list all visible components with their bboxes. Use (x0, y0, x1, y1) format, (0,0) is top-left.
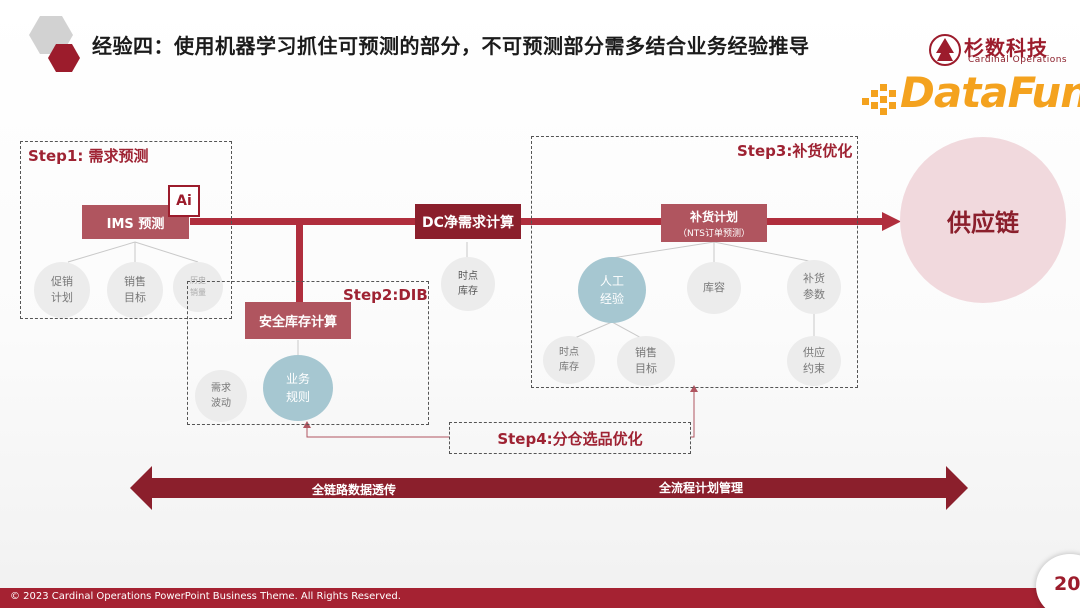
bottom-double-arrow (130, 466, 968, 510)
replenish-params-circle: 补货 参数 (787, 260, 841, 314)
flow-line-ims-dc (190, 218, 415, 225)
ims-forecast-box: IMS 预测 (82, 205, 189, 239)
datafun-dots-icon (862, 84, 896, 115)
promo-plan-circle: 促销 计划 (34, 262, 90, 318)
step1-container (20, 141, 232, 319)
flow-line-replenish-supply (767, 218, 883, 225)
brand-name-cn: 杉数科技 (964, 36, 1048, 60)
demand-fluctuation-circle: 需求 波动 (195, 370, 247, 422)
history-sales-circle: 历史 销量 (173, 262, 223, 312)
point-stock-circle-1: 时点 库存 (441, 257, 495, 311)
flow-arrowhead (882, 212, 901, 231)
supply-chain-circle: 供应链 (900, 137, 1066, 303)
step4-label: Step4:分仓选品优化 (497, 429, 643, 448)
sales-target-circle-2: 销售 目标 (617, 336, 675, 386)
page-title: 经验四：使用机器学习抓住可预测的部分，不可预测部分需多结合业务经验推导 (92, 34, 810, 58)
human-experience-circle: 人工 经验 (578, 257, 646, 323)
cardinal-logo-icon (929, 34, 961, 66)
dc-net-demand-box: DC净需求计算 (415, 204, 521, 239)
plan-management-label: 全流程计划管理 (659, 481, 744, 495)
ai-icon: Ai (168, 185, 200, 217)
point-stock-circle-2: 时点 库存 (543, 336, 595, 384)
safety-stock-box: 安全库存计算 (245, 302, 351, 339)
step2-label: Step2:DIB (343, 286, 428, 304)
step2-container (187, 281, 429, 425)
supply-constraint-circle: 供应 约束 (787, 336, 841, 386)
sales-target-circle: 销售 目标 (107, 262, 163, 318)
datafun-logo: DataFun. (900, 68, 1080, 117)
footer-bar (0, 588, 1080, 608)
replenish-plan-subtitle: （NTS订单预测） (678, 229, 750, 239)
flow-line-safety (296, 222, 303, 302)
step1-label: Step1: 需求预测 (28, 147, 149, 165)
step3-container (531, 136, 858, 388)
hexagon-decoration (29, 16, 80, 72)
step3-label: Step3:补货优化 (737, 142, 853, 160)
data-passthrough-label: 全链路数据透传 (312, 483, 397, 497)
footer-copyright: © 2023 Cardinal Operations PowerPoint Bu… (10, 591, 401, 602)
business-rules-circle: 业务 规则 (263, 355, 333, 421)
capacity-circle: 库容 (687, 262, 741, 314)
flow-line-dc-replenish (521, 218, 661, 225)
replenish-plan-box: 补货计划 （NTS订单预测） (661, 204, 767, 242)
page-number: 20 (1054, 573, 1080, 595)
replenish-plan-title: 补货计划 (689, 210, 738, 224)
step4-container: Step4:分仓选品优化 (449, 422, 691, 454)
brand-name-en: Cardinal Operations (968, 55, 1068, 65)
